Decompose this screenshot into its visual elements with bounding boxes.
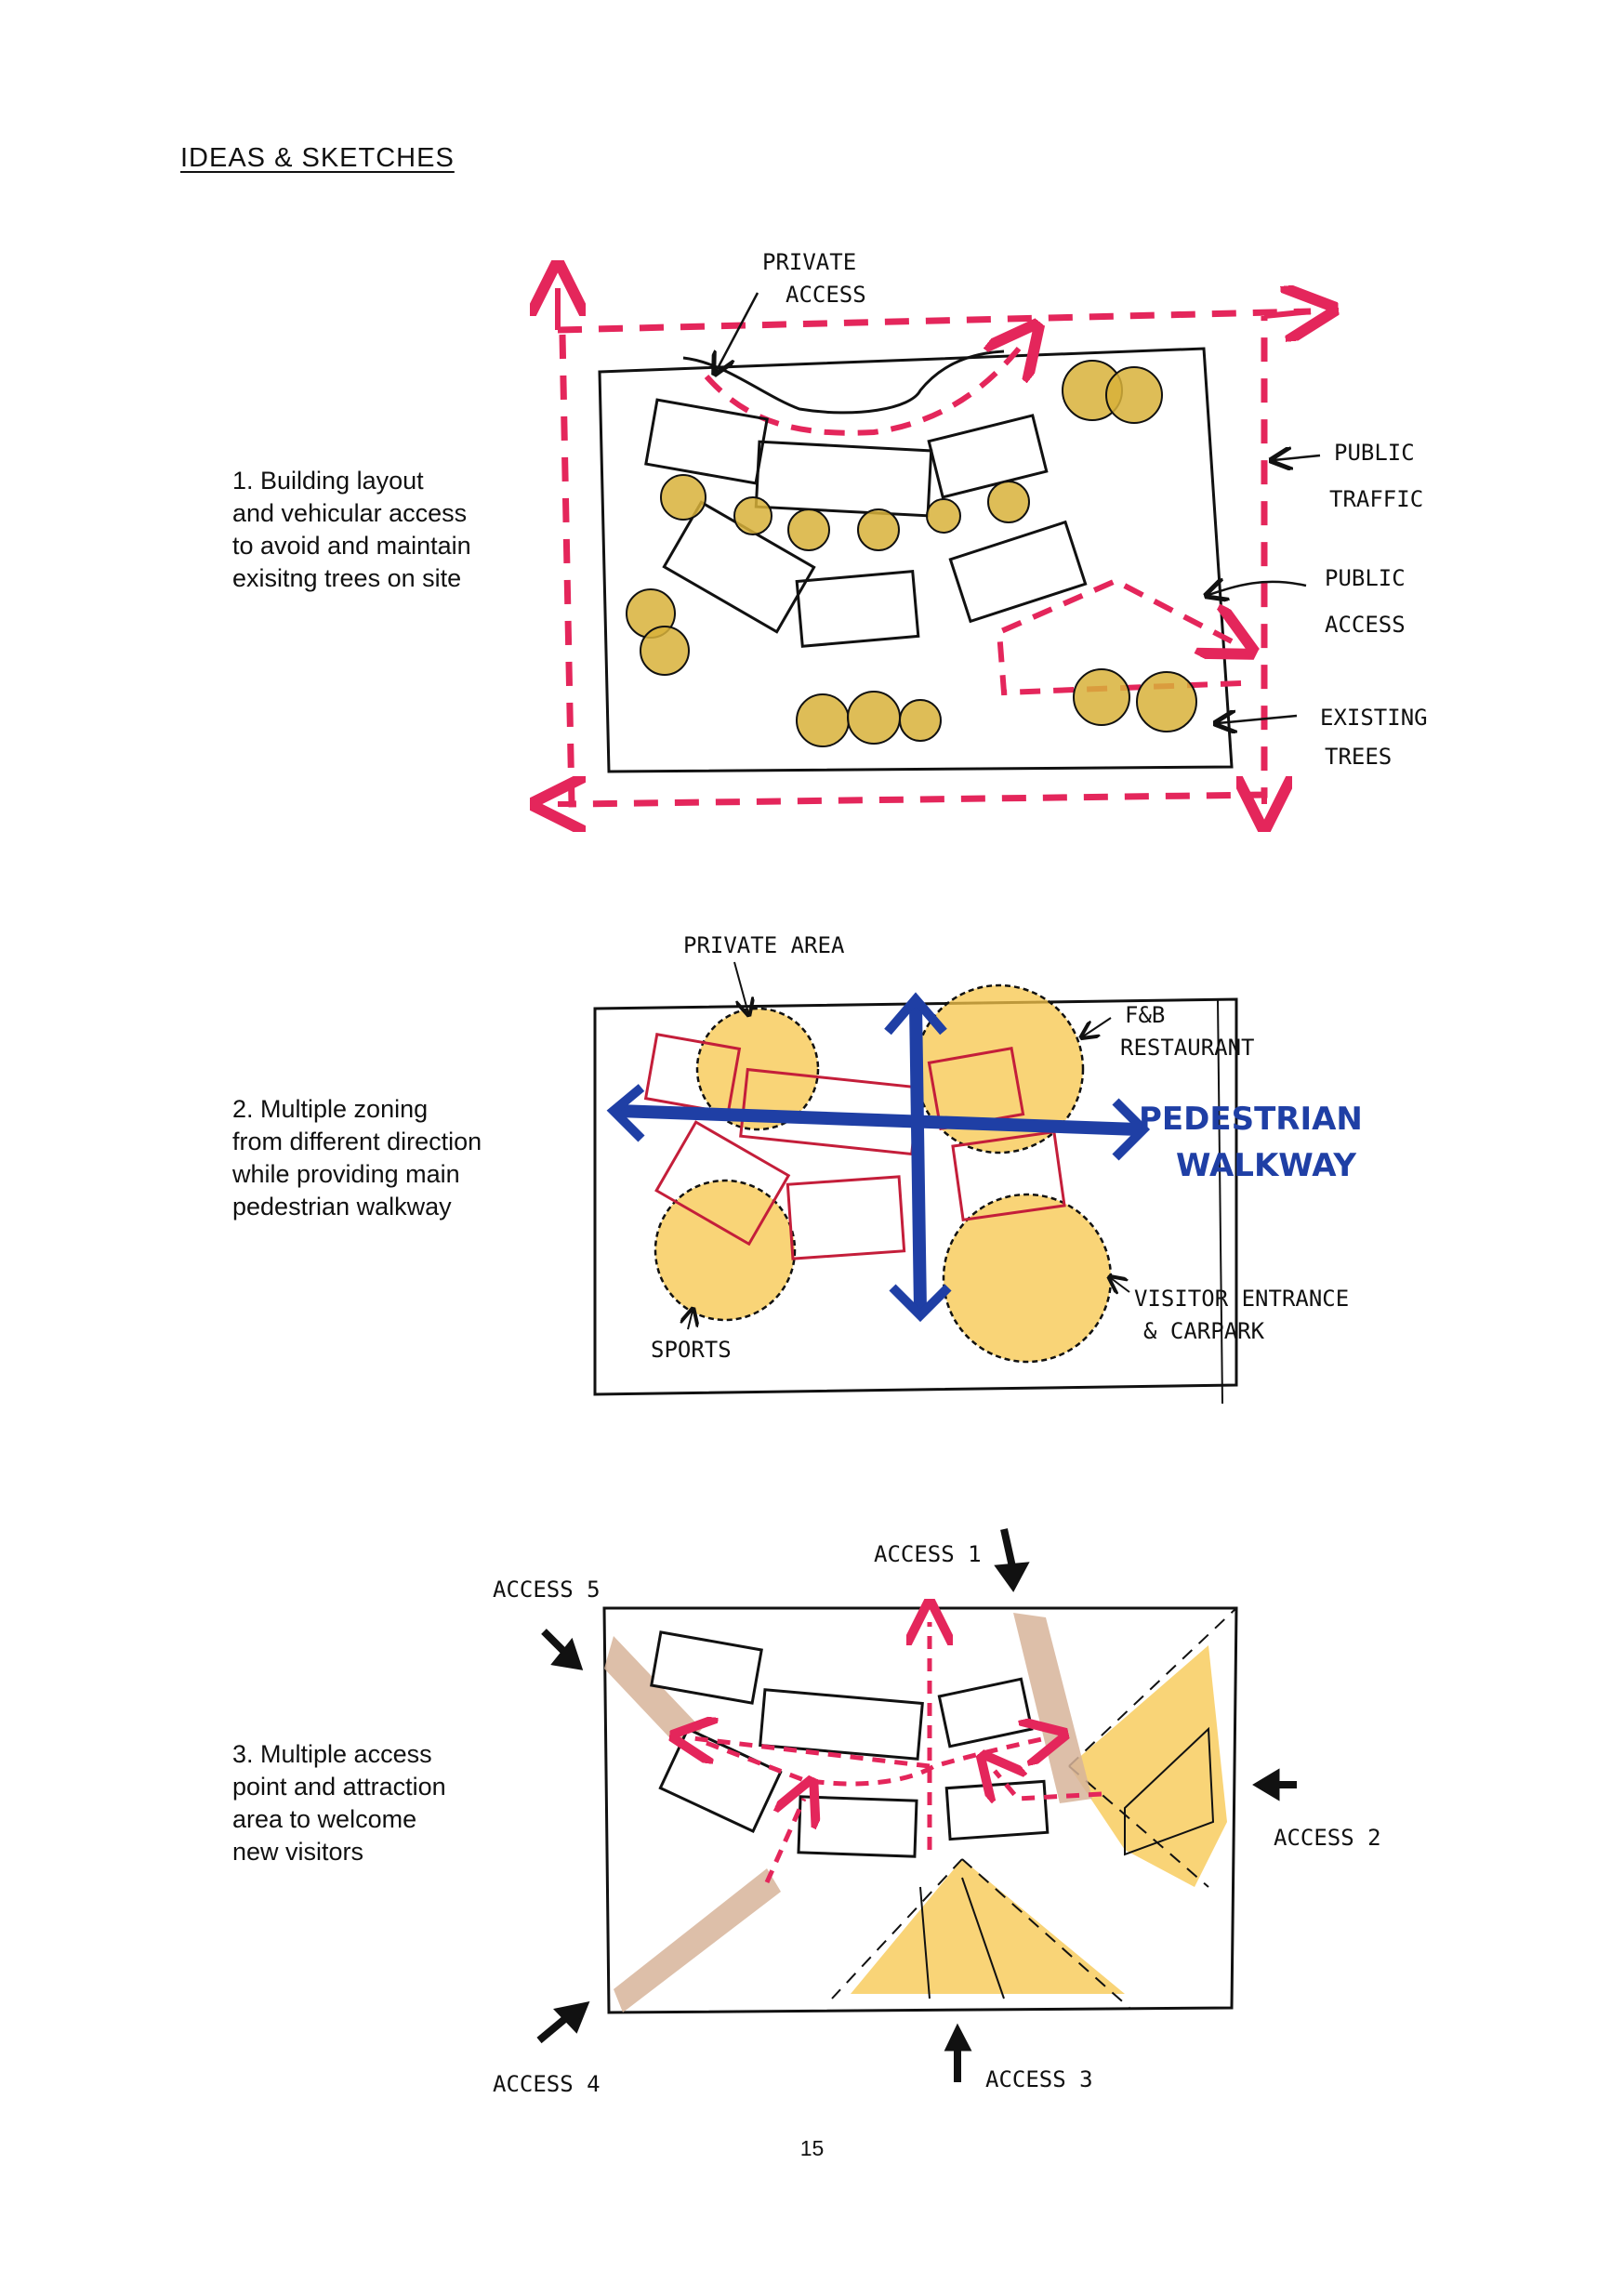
label-private-access-2: ACCESS bbox=[786, 282, 866, 308]
label-access-1: ACCESS 1 bbox=[874, 1541, 982, 1567]
label-public-access-2: ACCESS bbox=[1325, 612, 1406, 638]
label-access-5: ACCESS 5 bbox=[493, 1577, 601, 1603]
label-existing-trees-1: EXISTING bbox=[1320, 705, 1428, 731]
sketch2-diagram: PRIVATE AREA F&B RESTAURANT PEDESTRIAN W… bbox=[593, 932, 1363, 1405]
label-access-3: ACCESS 3 bbox=[985, 2066, 1093, 2092]
label-fnb-1: F&B bbox=[1125, 1002, 1165, 1028]
label-sports: SPORTS bbox=[651, 1337, 732, 1363]
label-pedestrian: PEDESTRIAN bbox=[1139, 1101, 1363, 1138]
page-number: 15 bbox=[799, 2136, 825, 2160]
label-visitor-entrance-1: VISITOR ENTRANCE bbox=[1134, 1286, 1349, 1312]
label-public-access-1: PUBLIC bbox=[1325, 565, 1406, 591]
label-visitor-entrance-2: & CARPARK bbox=[1143, 1318, 1265, 1344]
sketch3-caption: 3. Multiple access point and attraction … bbox=[232, 1740, 446, 1866]
page-heading: IDEAS & SKETCHES bbox=[180, 143, 455, 173]
label-access-2: ACCESS 2 bbox=[1274, 1825, 1381, 1851]
sketch1-caption: 1. Building layout and vehicular access … bbox=[232, 467, 471, 592]
label-fnb-2: RESTAURANT bbox=[1120, 1035, 1255, 1061]
sketch2-caption: 2. Multiple zoning from different direct… bbox=[232, 1095, 482, 1221]
label-access-4: ACCESS 4 bbox=[493, 2071, 601, 2097]
label-public-traffic-2: TRAFFIC bbox=[1329, 486, 1423, 512]
label-existing-trees-2: TREES bbox=[1325, 744, 1392, 770]
sketch3-diagram: ACCESS 1 ACCESS 2 ACCESS 3 ACCESS 4 ACCE… bbox=[493, 1528, 1381, 2097]
label-private-area: PRIVATE AREA bbox=[683, 932, 845, 958]
label-public-traffic-1: PUBLIC bbox=[1334, 440, 1415, 466]
label-private-access-1: PRIVATE bbox=[762, 249, 856, 275]
sketch1-diagram: PRIVATE ACCESS PUBLIC TRAFFIC PUBLIC ACC… bbox=[558, 249, 1428, 804]
label-walkway: WALKWAY bbox=[1176, 1147, 1356, 1184]
